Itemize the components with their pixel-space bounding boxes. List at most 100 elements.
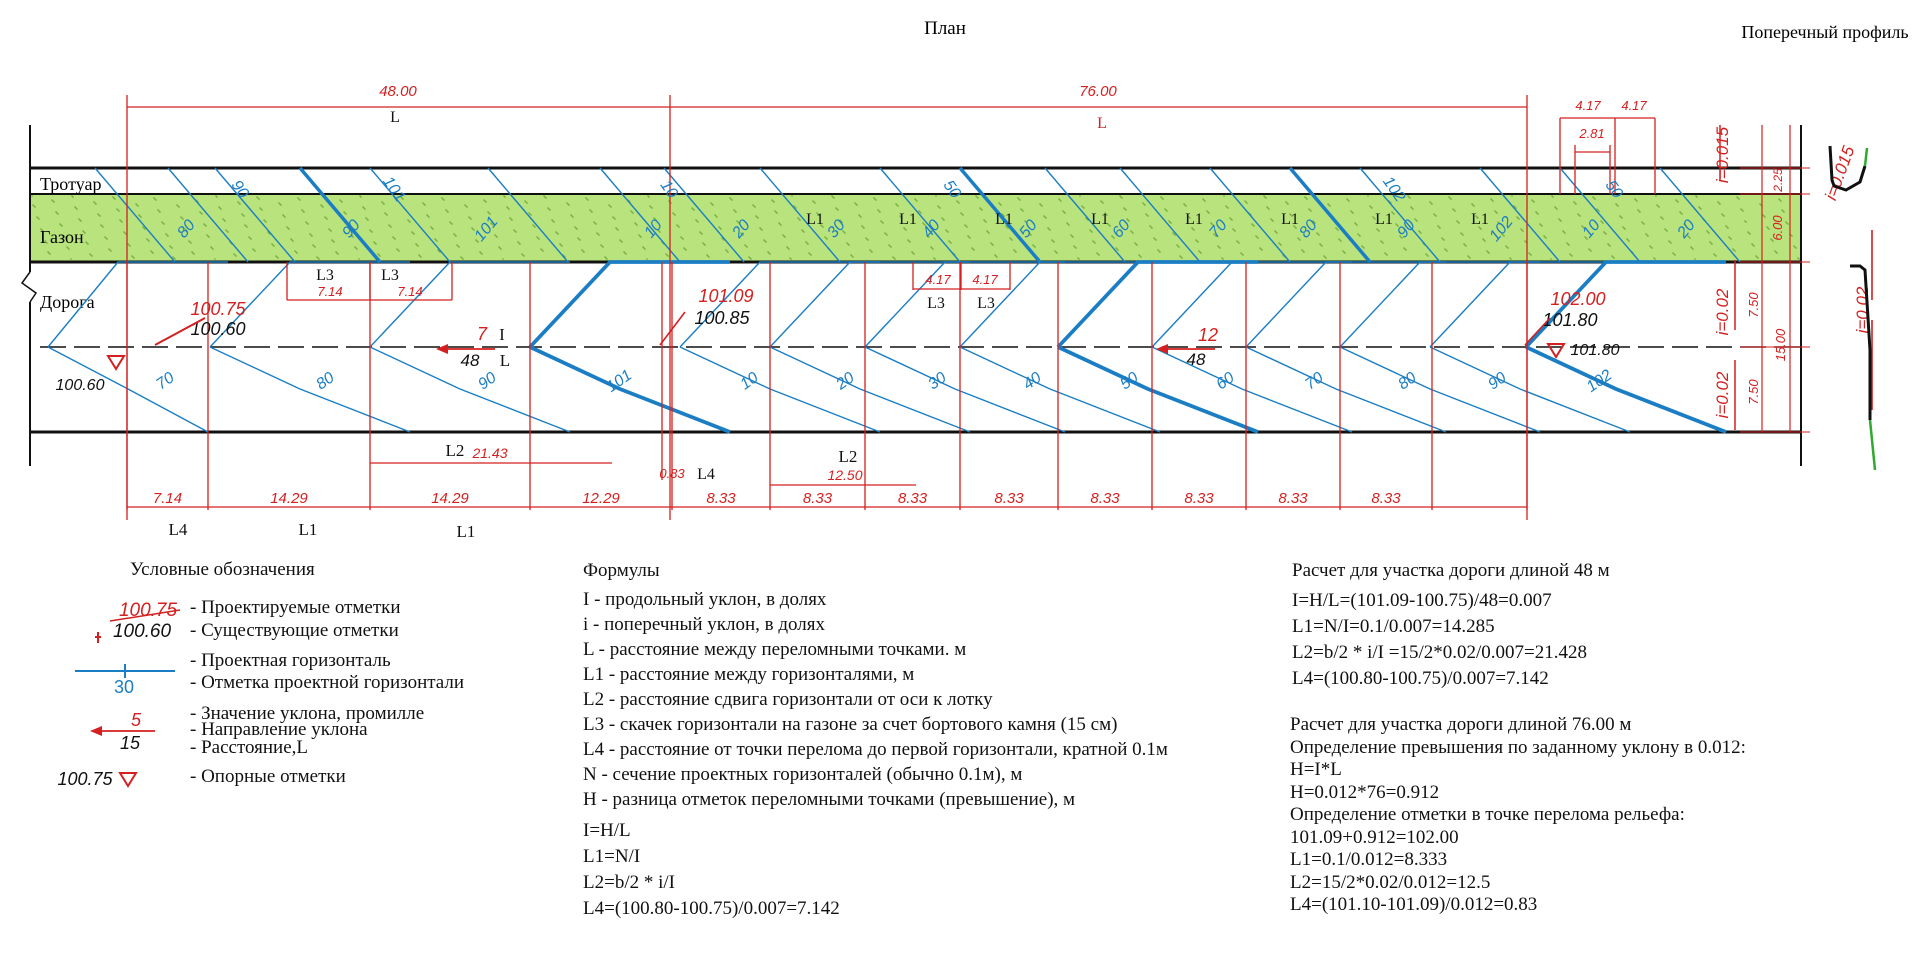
slope-symbol: I (499, 325, 505, 344)
bottom-dim: 8.33 (803, 490, 833, 507)
legend-item: - Проектная горизонталь (190, 650, 391, 671)
reference-mark: 100.60 (56, 377, 105, 394)
lawn-L1-label: L1 (1375, 211, 1393, 228)
legend-item: - Проектируемые отметки (190, 597, 401, 618)
zone-label-road: Дорога (40, 292, 95, 312)
contour-number: 70 (153, 369, 177, 393)
zone-label-sidewalk: Тротуар (40, 174, 101, 194)
bottom-dim: 8.33 (994, 490, 1024, 507)
slope-L: L (500, 351, 510, 370)
bottom-dim: 7.14 (153, 490, 182, 507)
profile-heading-text: Поперечный профиль (1741, 22, 1908, 42)
formula-line: H - разница отметок переломными точками … (583, 789, 1076, 810)
dim-48: 48.00 (379, 83, 417, 100)
profile-slope: i=0.02 (1713, 288, 1732, 335)
formula-equation: L2=b/2 * i/I (583, 872, 675, 893)
bottom-dim: 12.29 (582, 490, 620, 507)
calc48-panel: Расчет для участка дороги длиной 48 м I=… (1292, 558, 1892, 692)
L2-label: L2 (839, 447, 858, 466)
legend-dist-sample: 15 (120, 733, 141, 753)
contour-number: 60 (1213, 369, 1237, 393)
formula-equation: L1=N/I (583, 846, 641, 867)
formula-equation: L4=(100.80-100.75)/0.007=7.142 (583, 898, 840, 919)
calc76-line: L4=(101.10-101.09)/0.012=0.83 (1290, 894, 1538, 915)
legend-title: Условные обозначения (130, 559, 315, 580)
formula-equation: I=H/L (583, 820, 631, 841)
legend-contour-sample: 30 (114, 677, 134, 697)
formula-line: L4 - расстояние от точки перелома до пер… (583, 739, 1168, 760)
contour-number: 20 (832, 369, 857, 394)
profile-heading: Поперечный профиль (1741, 22, 1908, 42)
bottom-dim: 8.33 (1090, 490, 1120, 507)
bottom-dim: 8.33 (898, 490, 928, 507)
profile-width: 15.00 (1773, 328, 1788, 361)
legend-item: - Опорные отметки (190, 766, 346, 787)
L3-label: L3 (977, 295, 995, 312)
bottom-L1: L1 (299, 520, 318, 539)
bottom-dim: 8.33 (706, 490, 736, 507)
lawn-L1-label: L1 (806, 211, 824, 228)
calc48-line: L1=N/I=0.1/0.007=14.285 (1292, 616, 1495, 637)
L2-value: 21.43 (471, 445, 507, 461)
L3-value: 7.14 (317, 284, 342, 299)
existing-mark: 100.85 (694, 308, 750, 328)
existing-mark: 101.80 (1542, 310, 1597, 330)
contour-lines (47, 166, 1741, 434)
reference-mark: 101.80 (1571, 342, 1620, 359)
calc76-line: L2=15/2*0.02/0.012=12.5 (1290, 871, 1491, 893)
lawn-L1-label: L1 (1471, 211, 1489, 228)
lawn-L1-label: L1 (995, 211, 1013, 228)
contour-number: 102 (1584, 367, 1616, 396)
bottom-dim: 14.29 (270, 490, 308, 507)
legend-slope-sample: 5 (131, 710, 142, 730)
L3-label: L3 (927, 295, 945, 312)
formula-line: L - расстояние между переломными точками… (583, 639, 967, 660)
formula-line: L3 - скачек горизонтали на газоне за сче… (583, 714, 1118, 735)
legend-existing-sample: 100.60 (113, 621, 172, 642)
design-mark: 101.09 (698, 286, 753, 306)
curb-dim: 4.17 (1575, 98, 1601, 113)
contour-number: 80 (1395, 369, 1419, 393)
contour-number: 10 (737, 369, 761, 393)
profile-slope: i=0.015 (1821, 143, 1858, 203)
dim-76: 76.00 (1079, 83, 1117, 100)
curb-dim: 4.17 (1621, 98, 1647, 113)
calc48-line: I=H/L=(101.09-100.75)/48=0.007 (1292, 590, 1552, 611)
profile-slope: i=0.02 (1713, 371, 1732, 418)
plan-heading: План (924, 18, 966, 39)
formulas-title: Формулы (583, 560, 660, 581)
calc76-line: H=I*L (1290, 759, 1342, 780)
L3-value: 7.14 (397, 284, 422, 299)
formula-line: I - продольный уклон, в долях (583, 589, 827, 610)
profile-width: 6.00 (1770, 215, 1785, 241)
L4-value: 0.83 (659, 466, 685, 481)
L3-value: 4.17 (925, 272, 951, 287)
legend-item: - Отметка проектной горизонтали (190, 672, 465, 693)
legend-item: - Расстояние,L (190, 737, 308, 758)
legend-ref-sample: 100.75 (57, 769, 113, 789)
calc76-line: L1=0.1/0.012=8.333 (1290, 849, 1448, 870)
bottom-dim: 8.33 (1184, 490, 1214, 507)
lawn-L1-label: L1 (1091, 211, 1109, 228)
profile-width: 7.50 (1746, 379, 1761, 405)
calc76-line: Определение превышения по заданному укло… (1290, 736, 1746, 758)
formula-line: L2 - расстояние сдвига горизонтали от ос… (583, 689, 993, 710)
slope-value: 7 (477, 324, 488, 344)
cross-profile (1828, 145, 1877, 471)
bottom-dim: 14.29 (431, 490, 469, 507)
reference-triangle-icon (1546, 343, 1566, 359)
reference-triangle-icon (118, 772, 138, 788)
calc76-line: Определение отметки в точке перелома рел… (1290, 804, 1685, 825)
lawn-L1-label: L1 (899, 211, 917, 228)
lawn-band (30, 194, 1801, 262)
profile-width: 7.50 (1746, 292, 1761, 318)
bottom-L4: L4 (169, 520, 188, 539)
curb-dim: 2.81 (1578, 126, 1604, 141)
legend-item: - Значение уклона, промилле (190, 703, 425, 724)
formula-line: N - сечение проектных горизонталей (обыч… (583, 764, 1023, 785)
legend-item: - Существующие отметки (190, 620, 399, 641)
design-mark: 102.00 (1550, 289, 1605, 309)
calc76-line: H=0.012*76=0.912 (1290, 781, 1440, 803)
zone-label-lawn: Газон (40, 227, 84, 247)
